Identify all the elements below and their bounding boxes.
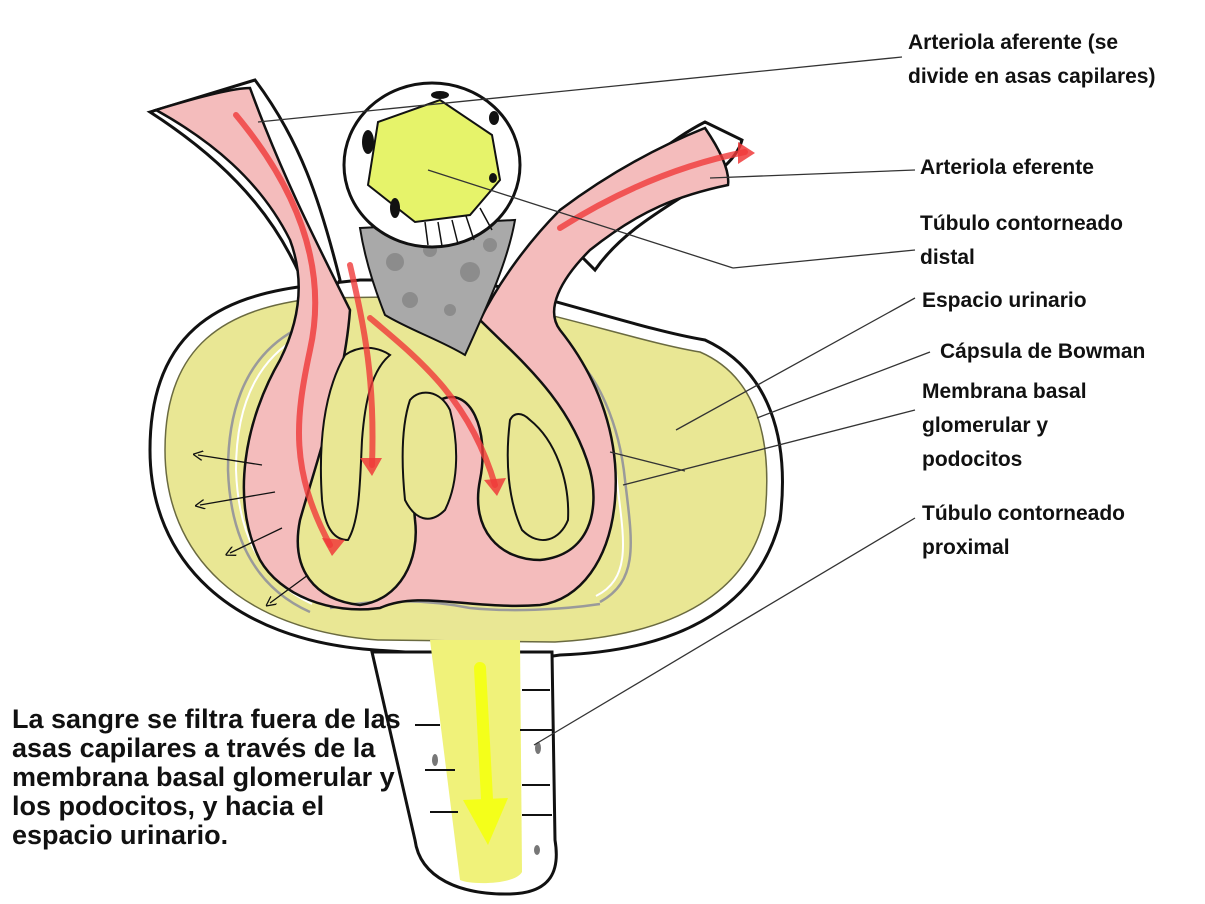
label-efferent-arteriole: Arteriola eferente [920,151,1094,185]
label-line: Arteriola eferente [920,156,1094,179]
label-afferent-arteriole: Arteriola aferente (se divide en asas ca… [908,26,1155,94]
label-bowman-capsule: Cápsula de Bowman [940,335,1145,369]
blood-flow-arrows [233,112,748,548]
label-line: Cápsula de Bowman [940,340,1146,363]
label-line: Túbulo contorneado [920,212,1123,235]
label-line: glomerular y [922,414,1049,437]
label-line: Arteriola aferente (se [908,31,1119,54]
proximal-tubule-lumen [430,640,522,884]
label-line: proximal [922,536,1010,559]
label-line: Túbulo contorneado [922,502,1125,525]
label-line: Membrana basal [922,380,1087,403]
label-basement-membrane: Membrana basal glomerular y podocitos [922,375,1087,477]
label-line: divide en asas capilares) [908,65,1156,88]
blood-flow-arrowheads [322,142,755,556]
capillary-loop-gaps [319,346,570,542]
leader-lines [257,56,931,746]
proximal-tubule-nuclei [432,742,541,855]
label-line: distal [920,246,975,269]
urine-flow-arrow [463,662,508,845]
filtration-caption: La sangre se filtra fuera de las asas ca… [12,704,401,850]
distal-tubule [342,81,522,249]
label-line: podocitos [922,448,1023,471]
proximal-tubule-cells [415,689,552,816]
label-urinary-space: Espacio urinario [922,284,1087,318]
label-line: Espacio urinario [922,289,1087,312]
label-proximal-tubule: Túbulo contorneado proximal [922,497,1125,565]
filtration-arrows [198,455,309,603]
mesangium [358,218,517,357]
label-distal-tubule: Túbulo contorneado distal [920,207,1123,275]
